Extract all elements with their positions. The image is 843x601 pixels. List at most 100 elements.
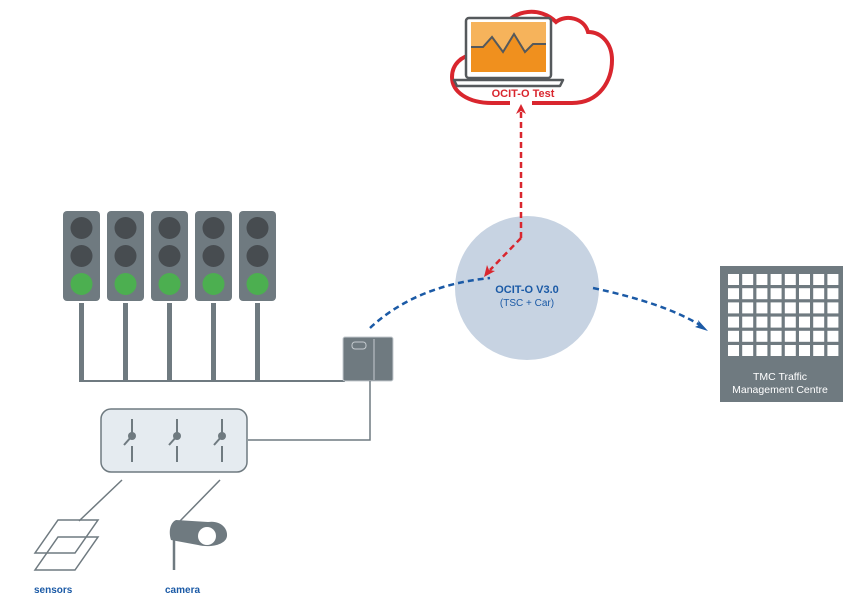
switch-icon [123,419,136,462]
tmc-window [742,288,754,300]
tmc-window [756,316,768,328]
cabinet-body [342,336,394,382]
arrow-up-icon [516,104,526,114]
tmc-window [813,274,825,285]
traffic-light [239,211,276,381]
connection-hub-tmc [592,286,701,327]
lamp-red-off [70,217,93,239]
tmc-window [784,316,796,328]
traffic-light [195,211,232,381]
lamp-red-off [246,217,269,239]
tmc-window [784,288,796,300]
switch-icon [213,419,226,462]
cloud-test-system[interactable]: OCIT-O Test [449,9,615,105]
traffic-light-pole [79,303,84,381]
tmc-window [799,288,810,300]
connection-hub-cloud-diagonal [489,237,522,271]
tmc-window [742,274,754,285]
lamp-green-on [158,273,181,295]
connection-cabinet-hub [369,276,491,329]
tmc-window [799,345,810,356]
tmc-window [728,345,739,356]
lamp-green-on [114,273,137,295]
lamp-amber-off [202,245,225,267]
camera-icon[interactable] [169,520,228,570]
tmc-window [813,288,825,300]
tmc-label-line1: TMC Traffic [753,371,807,383]
camera-label: camera [165,585,200,596]
tmc-window [784,302,796,314]
hub-subtitle: (TSC + Car) [500,298,554,309]
tmc-window [784,330,796,342]
camera-wire [179,479,221,522]
connection-hub-cloud [484,104,526,277]
lamp-green-on [70,273,93,295]
tmc-window [756,330,768,342]
lamp-red-off [114,217,137,239]
tmc-window [827,345,839,356]
tmc-window [742,316,754,328]
tmc-window [784,274,796,285]
traffic-light [63,211,100,381]
detector-switches [123,419,226,462]
tmc-window [813,316,825,328]
arrow-right-icon [695,320,708,331]
tmc-window [742,302,754,314]
tmc-windows-grid [728,274,839,356]
tmc-window [799,302,810,314]
laptop-monitor-icon [452,16,565,88]
hub-circle [455,216,599,360]
traffic-lights-group [63,211,276,381]
traffic-light-pole [255,303,260,381]
tmc-window [728,302,739,314]
lamp-green-on [202,273,225,295]
lamp-green-on [246,273,269,295]
tmc-window [813,345,825,356]
induction-loop-sensor-icon[interactable] [33,519,100,571]
lamp-amber-off [70,245,93,267]
tmc-window [827,330,839,342]
tmc-window [784,345,796,356]
tmc-window [756,288,768,300]
traffic-light [151,211,188,381]
ocit-hub: OCIT-O V3.0 (TSC + Car) [455,216,599,360]
tmc-window [770,302,782,314]
tmc-label-line2: Management Centre [732,384,828,396]
tmc-window [728,316,739,328]
sensors-wire [78,479,123,522]
tmc-window [827,288,839,300]
lamp-red-off [202,217,225,239]
traffic-light [107,211,144,381]
lamp-amber-off [158,245,181,267]
tmc-window [742,345,754,356]
tmc-window [799,274,810,285]
controller-cabinet[interactable] [342,336,394,382]
tmc-window [756,274,768,285]
tmc-window [799,316,810,328]
tmc-window [742,330,754,342]
tmc-window [756,302,768,314]
tmc-window [728,288,739,300]
tmc-window [813,302,825,314]
sensors-label: sensors [34,585,73,596]
lamp-red-off [158,217,181,239]
lamp-amber-off [246,245,269,267]
tmc-window [827,274,839,285]
tmc-window [813,330,825,342]
traffic-light-pole [123,303,128,381]
tmc-building[interactable]: TMC Traffic Management Centre [720,266,843,402]
cabinet-handle [351,341,367,350]
switch-icon [168,419,181,462]
tmc-window [827,302,839,314]
tmc-window [799,330,810,342]
tmc-window [770,288,782,300]
cloud-label: OCIT-O Test [492,88,555,100]
traffic-light-pole [167,303,172,381]
tmc-window [728,330,739,342]
tmc-window [770,316,782,328]
tmc-window [770,330,782,342]
tmc-window [827,316,839,328]
arrow-down-left-icon [484,265,495,277]
detector-unit[interactable] [100,408,248,473]
